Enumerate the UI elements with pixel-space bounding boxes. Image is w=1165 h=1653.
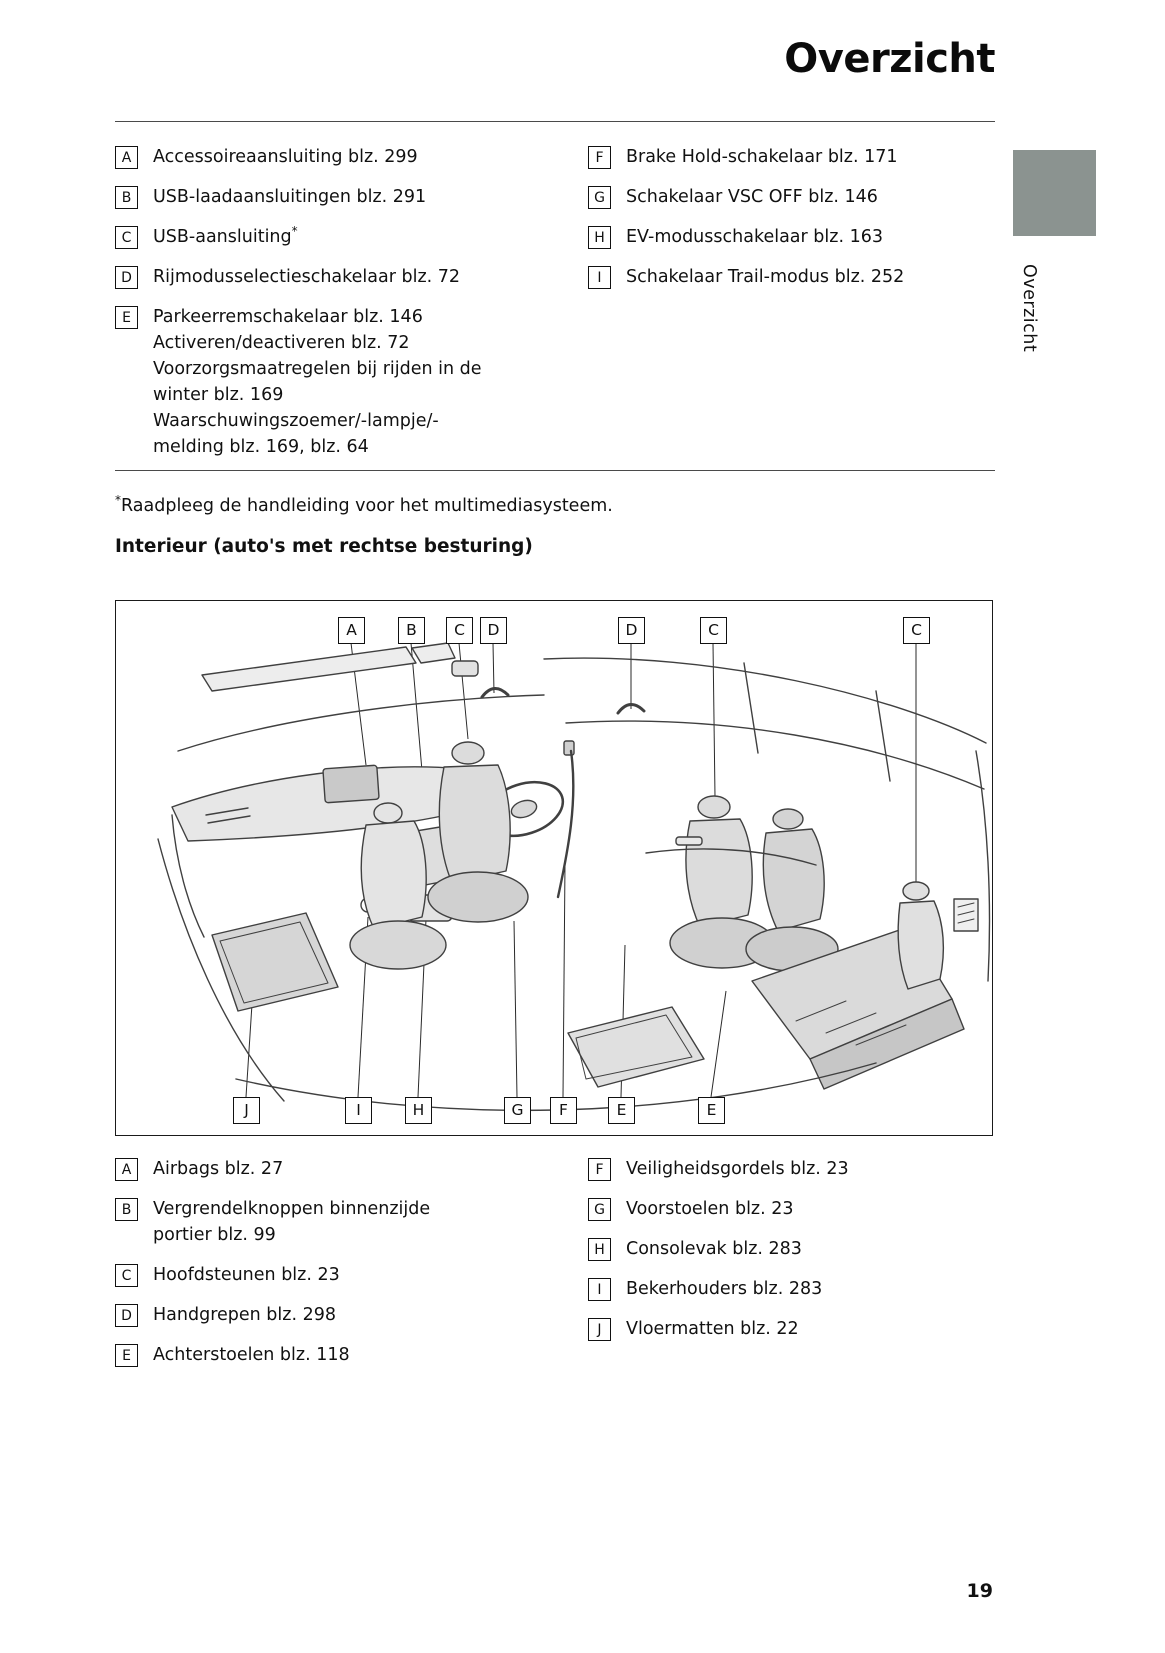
side-section-label: Overzicht [1019, 264, 1039, 353]
list-item-label: Schakelaar VSC OFF blz. 146 [626, 187, 878, 207]
list-item: F Brake Hold-schakelaar blz. 171 [588, 144, 995, 170]
callout-letter-box: E [115, 1344, 138, 1367]
top-rule [115, 121, 995, 122]
figure-callout: J [233, 1097, 260, 1124]
list-item-label: Rijmodusselectieschakelaar blz. 72 [153, 267, 461, 287]
label-line: Waarschuwingszoemer/-lampje/-melding blz… [153, 411, 439, 457]
figure-callout: I [345, 1097, 372, 1124]
list-item-label: Consolevak blz. 283 [626, 1239, 802, 1259]
footnote-text: Raadpleeg de handleiding voor het multim… [121, 496, 613, 516]
label-line: Vergrendelknoppen binnenzijde [153, 1199, 431, 1219]
callout-letter-box: G [588, 1198, 611, 1221]
figure-callout: B [398, 617, 425, 644]
callout-letter-box: I [588, 266, 611, 289]
label-line: Parkeerremschakelaar blz. 146 [153, 307, 423, 327]
list-item-label: Handgrepen blz. 298 [153, 1305, 336, 1325]
list-item: J Vloermatten blz. 22 [588, 1316, 995, 1342]
list-item-label: Vergrendelknoppen binnenzijde portier bl… [153, 1196, 430, 1248]
list-item-label: Brake Hold-schakelaar blz. 171 [626, 147, 898, 167]
list-item: I Bekerhouders blz. 283 [588, 1276, 995, 1302]
list-item: I Schakelaar Trail-modus blz. 252 [588, 264, 995, 290]
list-item: F Veiligheidsgordels blz. 23 [588, 1156, 995, 1182]
list-item: E Parkeerremschakelaar blz. 146 Activere… [115, 304, 588, 460]
list-item: A Accessoireaansluiting blz. 299 [115, 144, 588, 170]
callout-letter-box: F [588, 1158, 611, 1181]
list-item: A Airbags blz. 27 [115, 1156, 588, 1182]
middle-rule [115, 470, 995, 471]
list-item-label: USB-laadaansluitingen blz. 291 [153, 187, 427, 207]
figure-callout: D [480, 617, 507, 644]
list-item-label: Bekerhouders blz. 283 [626, 1279, 823, 1299]
list-item-label: Parkeerremschakelaar blz. 146 Activeren/… [153, 304, 505, 460]
list-item: E Achterstoelen blz. 118 [115, 1342, 588, 1368]
list-item: B USB-laadaansluitingen blz. 291 [115, 184, 588, 210]
page-title: Overzicht [784, 36, 995, 82]
list-item-label: Veiligheidsgordels blz. 23 [626, 1159, 849, 1179]
label-line: portier blz. 99 [153, 1225, 276, 1245]
callout-letter-box: D [115, 266, 138, 289]
callout-letter-box: B [115, 1198, 138, 1221]
list-item: D Rijmodusselectieschakelaar blz. 72 [115, 264, 588, 290]
list-item-label: Achterstoelen blz. 118 [153, 1345, 350, 1365]
list-item-label: Schakelaar Trail-modus blz. 252 [626, 267, 905, 287]
label-text: USB-aansluiting [153, 227, 292, 247]
callout-letter-box: C [115, 1264, 138, 1287]
page-number: 19 [966, 1580, 993, 1602]
callout-letter-box: I [588, 1278, 611, 1301]
footnote-asterisk: * [291, 224, 298, 239]
figure-callout: G [504, 1097, 531, 1124]
list-item: H EV-modusschakelaar blz. 163 [588, 224, 995, 250]
controls-list-right-column: F Brake Hold-schakelaar blz. 171 G Schak… [588, 144, 995, 474]
list-item: C Hoofdsteunen blz. 23 [115, 1262, 588, 1288]
callout-letter-box: J [588, 1318, 611, 1341]
list-item-label: Hoofdsteunen blz. 23 [153, 1265, 340, 1285]
section-tab [1013, 150, 1096, 236]
figure-callout: D [618, 617, 645, 644]
label-line: Activeren/deactiveren blz. 72 [153, 333, 410, 353]
interior-list-right-column: F Veiligheidsgordels blz. 23 G Voorstoel… [588, 1156, 995, 1382]
figure-callout: A [338, 617, 365, 644]
list-item: H Consolevak blz. 283 [588, 1236, 995, 1262]
callout-letter-box: E [115, 306, 138, 329]
footnote: *Raadpleeg de handleiding voor het multi… [115, 493, 613, 516]
figure-callout: H [405, 1097, 432, 1124]
callout-letter-box: C [115, 226, 138, 249]
car-interior-illustration [157, 642, 991, 1112]
figure-callout: C [446, 617, 473, 644]
list-item: B Vergrendelknoppen binnenzijde portier … [115, 1196, 588, 1248]
list-item-label: Vloermatten blz. 22 [626, 1319, 799, 1339]
list-item-label: EV-modusschakelaar blz. 163 [626, 227, 883, 247]
list-item-label: Airbags blz. 27 [153, 1159, 284, 1179]
controls-reference-list: A Accessoireaansluiting blz. 299 B USB-l… [115, 144, 995, 474]
callout-letter-box: G [588, 186, 611, 209]
label-line: Voorzorgsmaatregelen bij rijden in de wi… [153, 359, 482, 405]
list-item-label: USB-aansluiting* [153, 224, 298, 250]
controls-list-left-column: A Accessoireaansluiting blz. 299 B USB-l… [115, 144, 588, 474]
figure-callout: C [903, 617, 930, 644]
list-item: G Voorstoelen blz. 23 [588, 1196, 995, 1222]
list-item: G Schakelaar VSC OFF blz. 146 [588, 184, 995, 210]
footnote-asterisk: * [115, 493, 121, 508]
interior-figure: A B C D D C C J I H G F E E [115, 600, 993, 1136]
list-item-label: Accessoireaansluiting blz. 299 [153, 147, 418, 167]
list-item-label: Voorstoelen blz. 23 [626, 1199, 794, 1219]
callout-letter-box: D [115, 1304, 138, 1327]
figure-callout: F [550, 1097, 577, 1124]
callout-letter-box: B [115, 186, 138, 209]
callout-letter-box: A [115, 1158, 138, 1181]
figure-callout: C [700, 617, 727, 644]
interior-reference-list: A Airbags blz. 27 B Vergrendelknoppen bi… [115, 1156, 995, 1382]
callout-letter-box: F [588, 146, 611, 169]
list-item: D Handgrepen blz. 298 [115, 1302, 588, 1328]
callout-letter-box: H [588, 226, 611, 249]
callout-letter-box: A [115, 146, 138, 169]
interior-list-left-column: A Airbags blz. 27 B Vergrendelknoppen bi… [115, 1156, 588, 1382]
callout-letter-box: H [588, 1238, 611, 1261]
figure-callout: E [698, 1097, 725, 1124]
list-item: C USB-aansluiting* [115, 224, 588, 250]
section-heading: Interieur (auto's met rechtse besturing) [115, 536, 533, 557]
figure-callout: E [608, 1097, 635, 1124]
